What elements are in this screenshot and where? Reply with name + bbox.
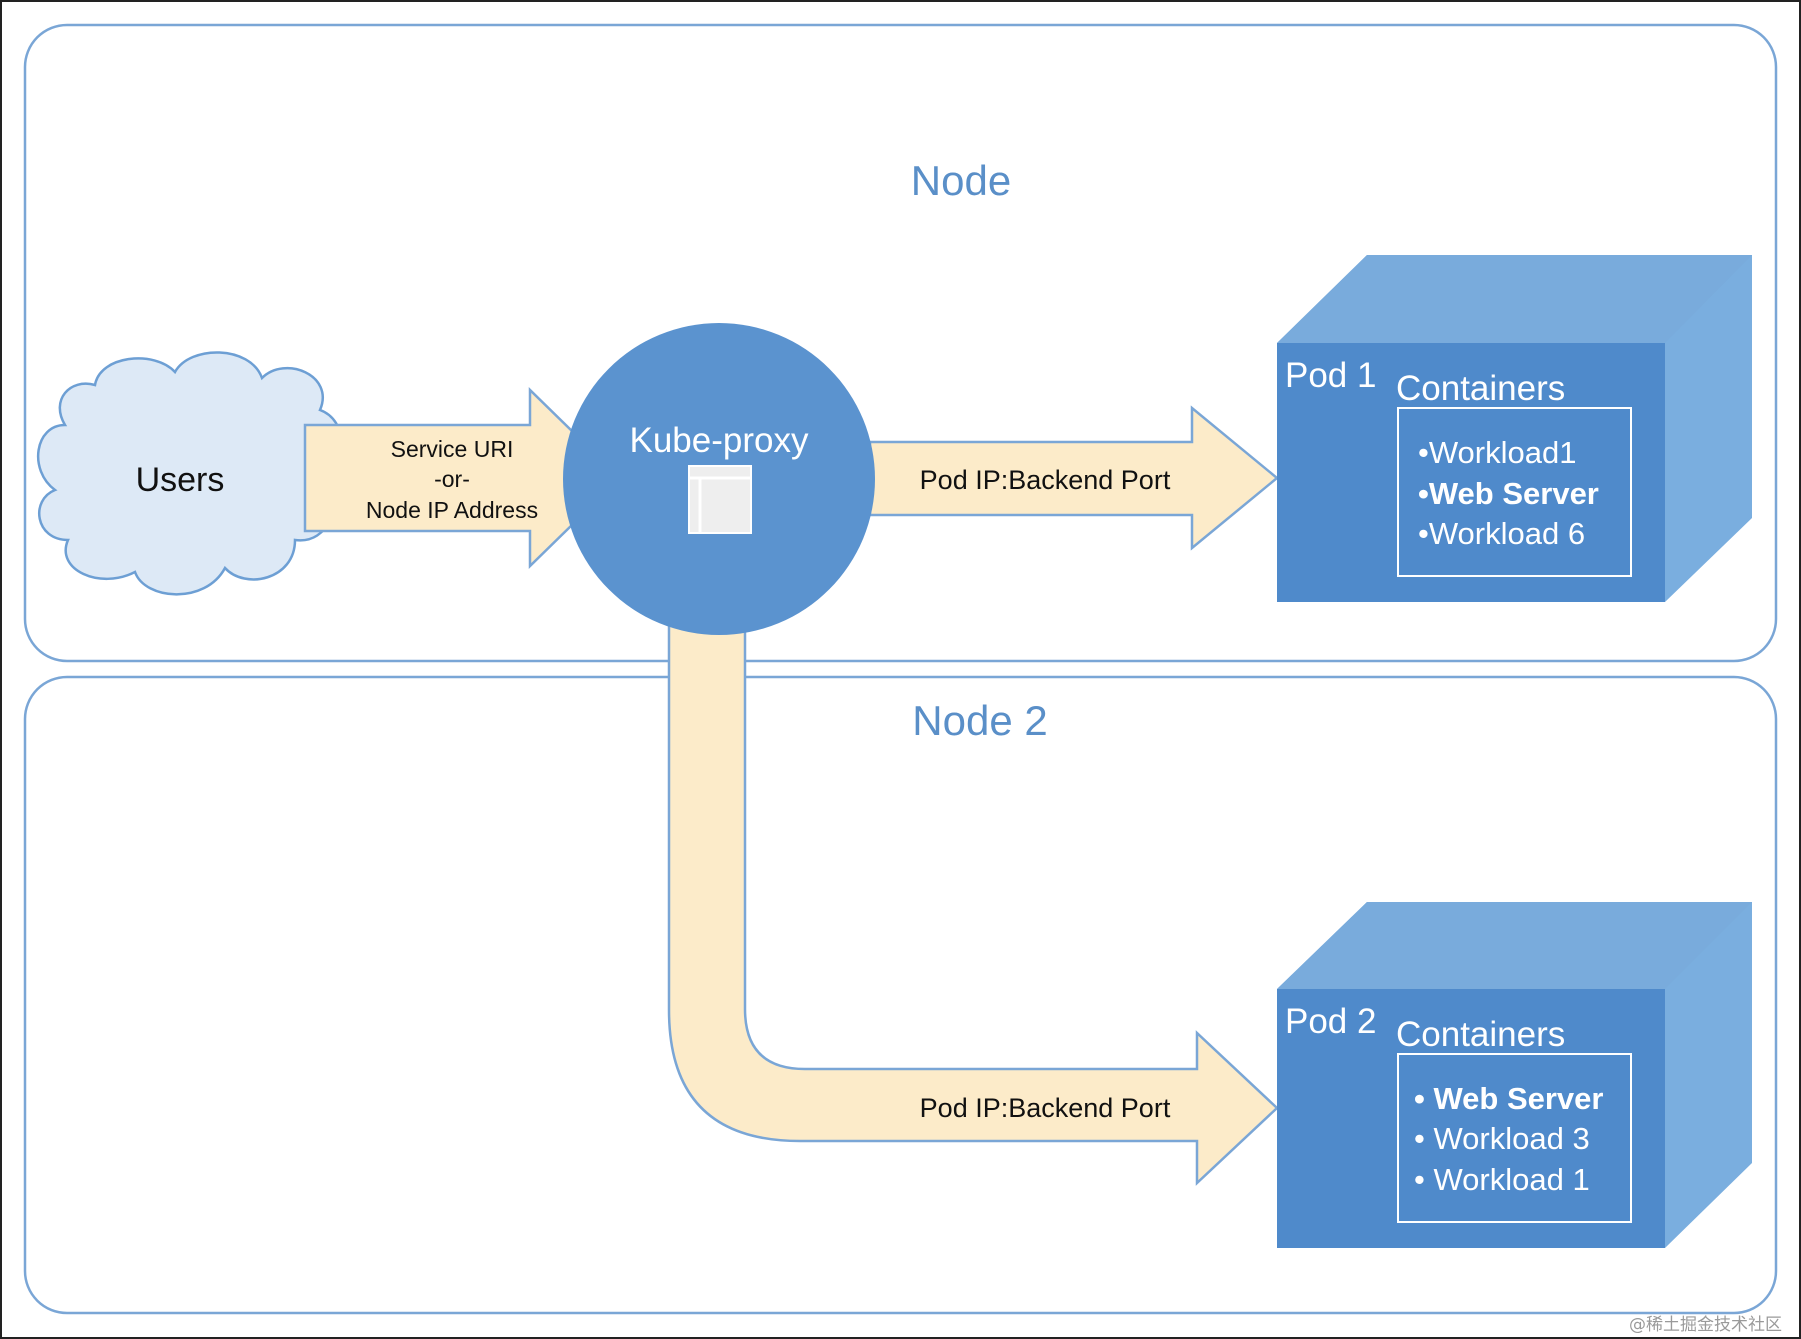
pod-1-name: Pod 1 xyxy=(1285,356,1376,395)
users-cloud xyxy=(36,351,343,596)
pod-2-containers-box xyxy=(1397,1053,1632,1223)
watermark: @稀土掘金技术社区 xyxy=(1629,1315,1782,1335)
node-1-title: Node xyxy=(911,157,1011,204)
pod-1-containers-box xyxy=(1397,407,1632,577)
kube-proxy-document-icon xyxy=(688,465,752,534)
pod-2-container-item: • Workload 3 xyxy=(1414,1121,1590,1156)
pod-1-containers-label: Containers xyxy=(1396,369,1565,408)
pod-1-container-item: •Workload1 xyxy=(1418,435,1576,470)
ingress-line-service-uri: Service URI xyxy=(391,436,514,462)
pod-2-name: Pod 2 xyxy=(1285,1002,1376,1041)
route-arrow-pod1 xyxy=(868,405,1279,551)
pod-2-cube xyxy=(1277,902,1752,1248)
ingress-line-node-ip: Node IP Address xyxy=(366,497,538,523)
pod-1-container-item: •Workload 6 xyxy=(1418,516,1585,551)
route-label-pod1: Pod IP:Backend Port xyxy=(920,465,1171,495)
node-2-title: Node 2 xyxy=(912,697,1047,744)
pod-2-containers-label: Containers xyxy=(1396,1015,1565,1054)
users-label: Users xyxy=(136,461,225,499)
route-label-pod2: Pod IP:Backend Port xyxy=(920,1093,1171,1123)
pod-1-cube xyxy=(1277,255,1752,602)
kube-proxy-label: Kube-proxy xyxy=(630,421,809,460)
route-arrow-node2-gap xyxy=(671,650,743,695)
pod-1-container-item: •Web Server xyxy=(1418,476,1599,511)
pod-2-container-item: • Workload 1 xyxy=(1414,1162,1590,1197)
ingress-line-or: -or- xyxy=(434,466,470,492)
pod-2-container-item: • Web Server xyxy=(1414,1081,1603,1116)
